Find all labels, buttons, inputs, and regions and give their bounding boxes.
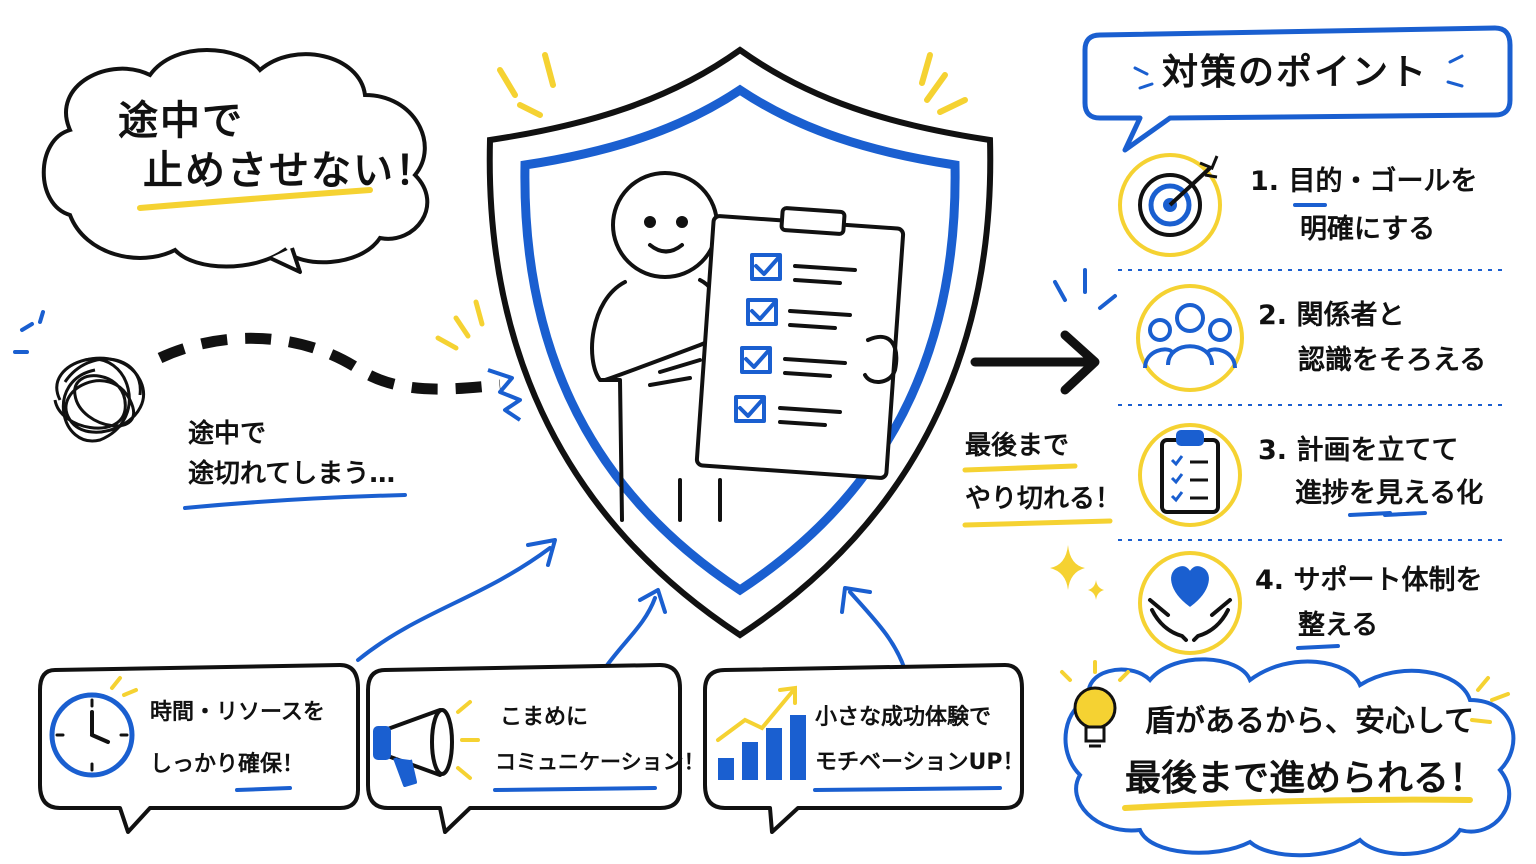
dashed-path-line: [157, 332, 501, 395]
result-line-1: 最後まで: [965, 431, 1070, 461]
points-title-bubble: [1082, 25, 1513, 153]
megaphone-icon: [373, 700, 480, 787]
point-1-line-2: 明確にする: [1300, 214, 1436, 245]
points-title: 対策のポイント: [1162, 52, 1429, 93]
support-1-line-2: しっかり確保！: [150, 752, 305, 777]
point-1-line-1: 1. 目的・ゴールを: [1250, 166, 1478, 197]
lightbulb-icon: [1060, 660, 1130, 748]
person-with-checklist: [590, 171, 906, 522]
right-arrow: [970, 330, 1100, 395]
support-1-line-1: 時間・リソースを: [150, 700, 325, 725]
conclusion-line-1: 盾があるから、安心して: [1145, 704, 1475, 739]
point-2-number: 2.: [1258, 300, 1288, 331]
sparkle-icon: [1050, 545, 1085, 590]
point-1-number: 1.: [1250, 166, 1280, 197]
point-4-line-2: 整える: [1298, 610, 1379, 641]
point-3-line-1: 3. 計画を立てて: [1258, 435, 1459, 466]
result-line-2: やり切れる！: [965, 484, 1122, 514]
conclusion-cloud: [1063, 657, 1516, 858]
problem-line-2: 途切れてしまう…: [188, 459, 396, 489]
clipboard-icon: [1160, 430, 1220, 514]
point-3-number: 3.: [1258, 435, 1288, 466]
support-2-line-2: コミュニケーション！: [495, 750, 705, 774]
support-bubble-1: [38, 663, 360, 834]
support-3-line-2: モチベーションUP！: [815, 750, 1025, 775]
point-2-line-1: 2. 関係者と: [1258, 300, 1405, 331]
point-4-number: 4.: [1255, 565, 1285, 596]
clock-icon: [49, 676, 138, 778]
point-2-line-2: 認識をそろえる: [1298, 345, 1487, 376]
problem-line-1: 途中で: [188, 419, 267, 449]
thought-bubble: [41, 48, 430, 274]
support-arrows: [356, 538, 907, 672]
checklist-items: [734, 253, 857, 427]
support-3-line-1: 小さな成功体験で: [815, 705, 992, 730]
point-4-line-1: 4. サポート体制を: [1255, 565, 1483, 596]
people-icon: [1143, 303, 1237, 369]
break-burst-icon: [487, 368, 522, 422]
support-2-line-1: こまめに: [500, 705, 589, 730]
tangle-icon: [13, 310, 145, 443]
target-icon: [1138, 155, 1219, 237]
heart-hands-icon: [1148, 566, 1232, 642]
conclusion-line-2: 最後まで進められる！: [1125, 758, 1486, 799]
bar-chart-icon: [716, 685, 806, 780]
point-3-line-2: 進捗を見える化: [1295, 478, 1484, 509]
bubble-line-1: 途中で: [118, 98, 244, 144]
bubble-line-2: 止めさせない！: [143, 148, 437, 194]
